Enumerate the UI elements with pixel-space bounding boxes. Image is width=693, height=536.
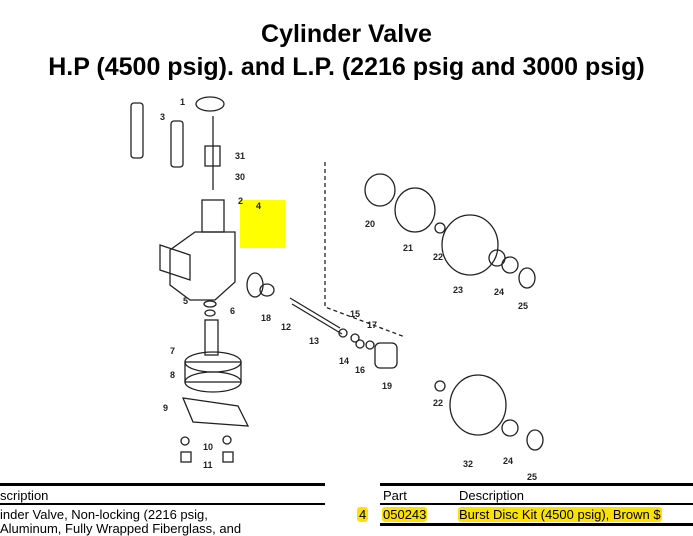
part-label: 1: [180, 97, 185, 107]
left-table-row: Aluminum, Fully Wrapped Fiberglass, and: [0, 521, 242, 536]
divider: [380, 483, 693, 486]
part-label: 30: [235, 172, 245, 182]
part-label: 17: [367, 320, 377, 330]
ref-number: 4: [357, 507, 369, 522]
part-header: Part: [383, 488, 407, 503]
part-label: 24: [494, 287, 504, 297]
part-label: 31: [235, 151, 245, 161]
part-label: 11: [203, 460, 213, 470]
divider: [380, 503, 693, 505]
part-label: 21: [403, 243, 413, 253]
part-label: 32: [463, 459, 473, 469]
part-description: Burst Disc Kit (4500 psig), Brown $: [458, 507, 662, 522]
part-label: 14: [339, 356, 349, 366]
page-subtitle: H.P (4500 psig). and L.P. (2216 psig and…: [48, 53, 645, 81]
part-label: 15: [350, 309, 360, 319]
part-label: 19: [382, 381, 392, 391]
part-label: 16: [355, 365, 365, 375]
part-label: 24: [503, 456, 513, 466]
left-table-row: inder Valve, Non-locking (2216 psig,: [0, 507, 208, 522]
part-label: 18: [261, 313, 271, 323]
part-label: 23: [453, 285, 463, 295]
part-label: 12: [281, 322, 291, 332]
divider: [0, 483, 325, 486]
part-label: 13: [309, 336, 319, 346]
exploded-parts-diagram: 1 3 31 30 2 4 20 21 22 23 24 25 5 6 18 1…: [130, 96, 544, 480]
part-label: 9: [163, 403, 168, 413]
divider: [0, 503, 325, 505]
left-table-header: scription: [0, 488, 49, 503]
part-label: 3: [160, 112, 165, 122]
page-title: Cylinder Valve: [261, 20, 432, 48]
part-label: 7: [170, 346, 175, 356]
part-label: 22: [433, 252, 443, 262]
part-label: 6: [230, 306, 235, 316]
part-label: 25: [518, 301, 528, 311]
part-label: 20: [365, 219, 375, 229]
part-label: 4: [256, 201, 261, 211]
divider: [380, 523, 693, 526]
part-label: 10: [203, 442, 213, 452]
part-number[interactable]: 050243: [382, 507, 428, 522]
part-label: 2: [238, 196, 243, 206]
part-label: 22: [433, 398, 443, 408]
part-label: 25: [527, 472, 537, 480]
part-label: 5: [183, 296, 188, 306]
highlight-part-4: [240, 200, 285, 248]
description-header: Description: [459, 488, 525, 503]
part-label: 8: [170, 370, 175, 380]
